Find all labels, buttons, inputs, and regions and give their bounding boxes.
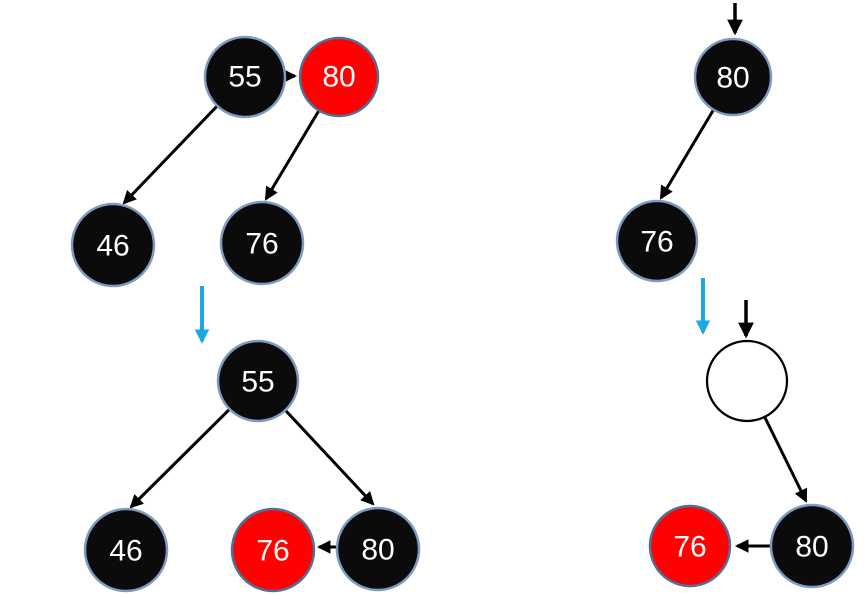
node-76-red — [648, 504, 732, 588]
node-label: 55 — [228, 61, 261, 94]
node-80-black — [769, 503, 855, 589]
node-label: 76 — [245, 228, 278, 261]
node-label: 46 — [109, 535, 142, 568]
node-55-black — [216, 339, 300, 423]
node-label: 80 — [795, 531, 828, 564]
node-label: 80 — [716, 62, 749, 95]
tree-left-before: 55 80 46 76 — [70, 35, 380, 288]
node-80-black — [693, 37, 773, 117]
node-80-red — [298, 36, 380, 118]
node-label: 80 — [361, 534, 394, 567]
node-label: 76 — [673, 531, 706, 564]
node-46-black — [70, 202, 156, 288]
node-empty-white — [705, 339, 789, 423]
node-80-black — [335, 506, 421, 592]
node-46-black — [83, 507, 169, 593]
node-label: 76 — [640, 226, 673, 259]
node-76-red — [230, 507, 316, 593]
node-label: 55 — [241, 366, 274, 399]
node-76-black — [219, 200, 305, 286]
node-label: 80 — [322, 61, 355, 94]
node-label: 76 — [256, 535, 289, 568]
node-55-black — [203, 35, 287, 119]
tree-left-after: 55 46 76 80 — [83, 339, 421, 593]
tree-right-before: 80 76 — [615, 3, 773, 283]
node-76-black — [615, 199, 699, 283]
node-label: 46 — [96, 230, 129, 263]
tree-right-after: 76 80 — [648, 300, 855, 589]
